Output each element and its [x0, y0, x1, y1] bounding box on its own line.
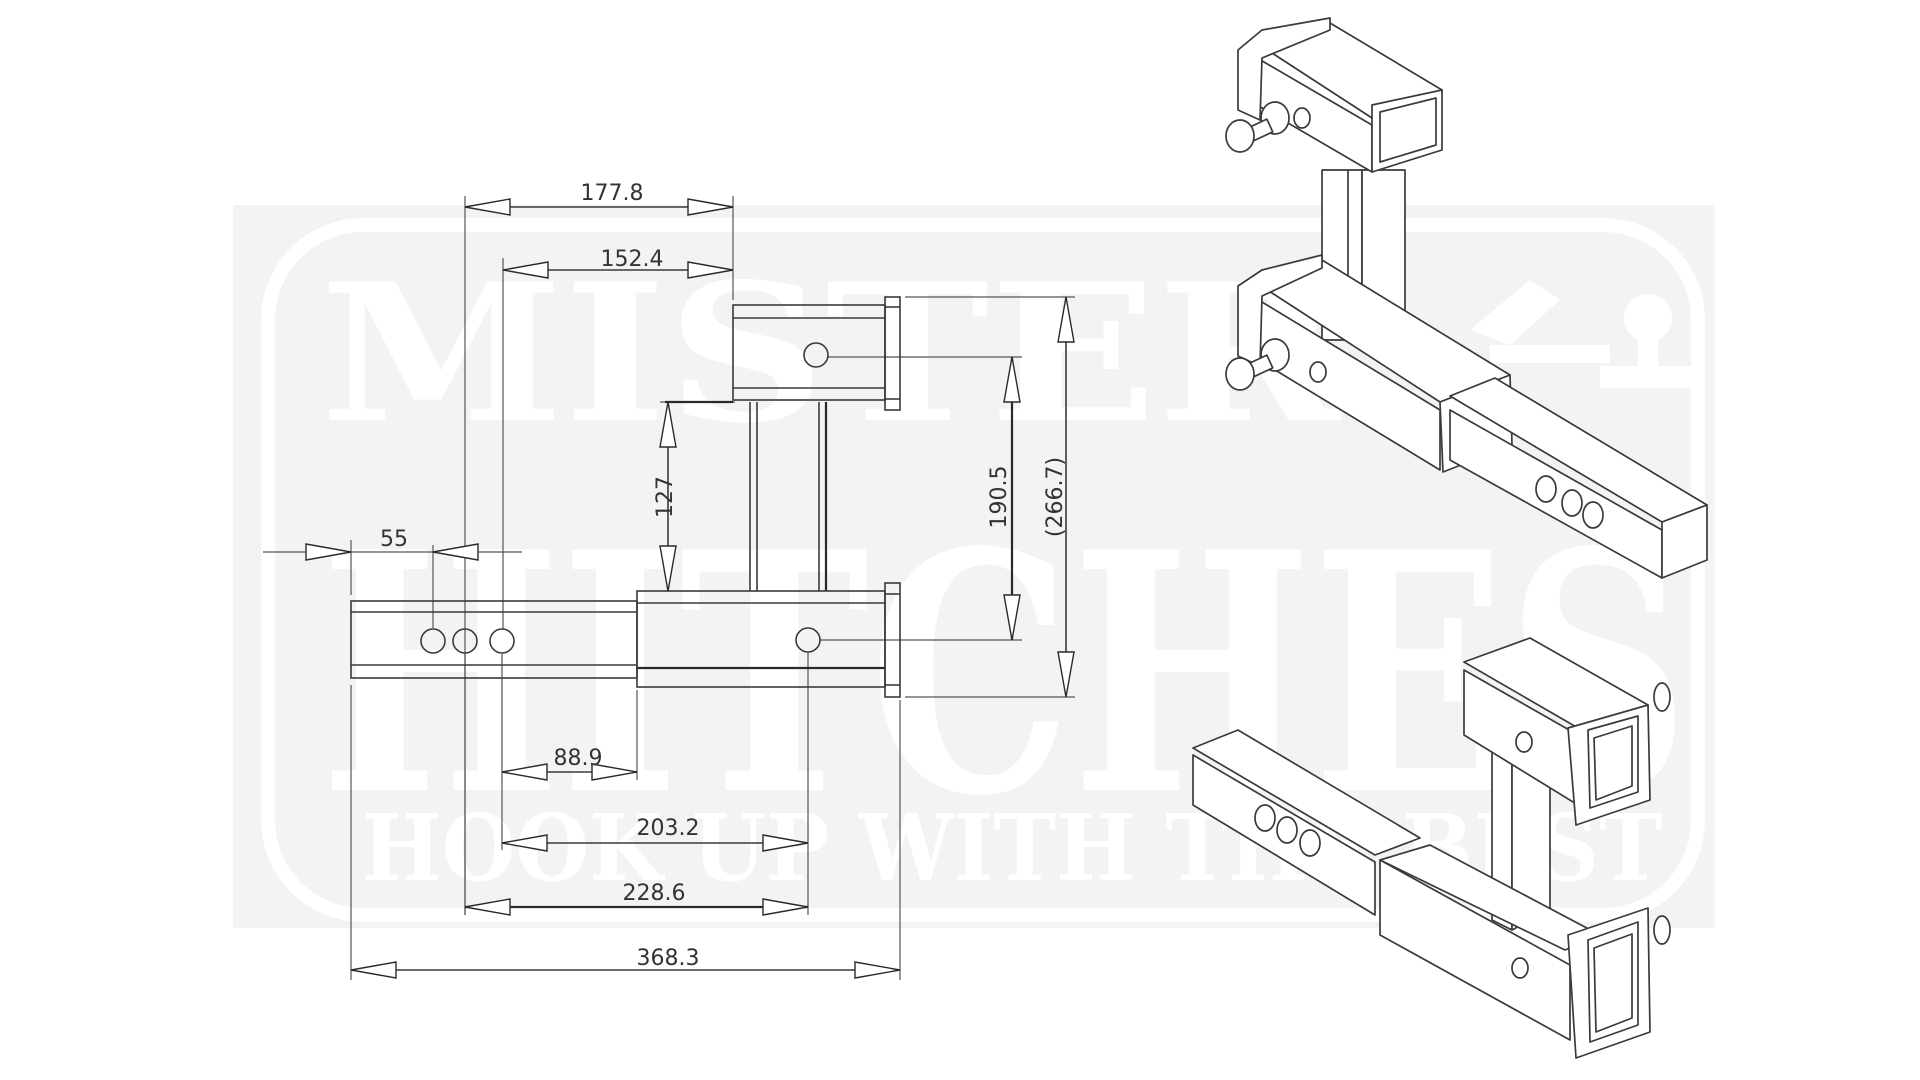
dimension-228-6: 228.6	[464, 881, 809, 916]
dimension-label: 203.2	[637, 816, 700, 841]
dimension-190-5: 190.5	[987, 356, 1021, 641]
watermark-panel	[233, 205, 1715, 928]
dimension-label: 228.6	[623, 881, 686, 906]
dimension-127: 127	[653, 401, 678, 592]
trailer-ball-icon	[1470, 280, 1696, 388]
shank-hole-1	[420, 628, 446, 654]
dimension-177-8: 177.8	[464, 181, 734, 216]
dimension-label: 88.9	[554, 746, 603, 771]
bolt-icon	[1225, 338, 1290, 391]
upper-receiver-tube	[732, 296, 901, 411]
bolt-icon	[1653, 682, 1671, 712]
bolt-icon	[1653, 915, 1671, 945]
watermark-rounded-frame	[261, 218, 1705, 922]
vertical-riser	[665, 400, 828, 591]
front-elevation-view: 177.8 152.4 55 88.9 203.2	[263, 181, 1075, 980]
dimension-88-9: 88.9	[501, 746, 638, 781]
shank-hole	[1535, 475, 1557, 503]
isometric-view-top	[1225, 17, 1708, 579]
lower-receiver-tube	[636, 582, 901, 698]
dimension-label: 368.3	[637, 946, 700, 971]
shank-hole	[1561, 489, 1583, 517]
upper-pin-hole	[803, 342, 829, 368]
watermark-brand-line2: HITCHES	[320, 480, 1690, 868]
dimension-368-3: 368.3	[350, 946, 901, 979]
shank-hole	[1582, 501, 1604, 529]
shank-hole-2	[452, 628, 478, 654]
isometric-view-bottom	[1192, 637, 1671, 1059]
lower-pin-hole	[795, 627, 821, 653]
shank-hole	[1276, 816, 1298, 844]
bolt-icon	[1225, 101, 1290, 153]
watermark-brand-line1: MISTER	[320, 242, 1342, 465]
dimension-label: 127	[653, 476, 678, 518]
shank-hole-3	[489, 628, 515, 654]
dimension-label: 55	[380, 527, 408, 552]
dimension-label: 190.5	[987, 466, 1012, 529]
dimension-label: 152.4	[601, 247, 664, 272]
watermark: MISTER HITCHES HOOK UP WITH THE BEST	[233, 205, 1715, 928]
shank-hole	[1254, 804, 1276, 832]
dimension-label: (266.7)	[1043, 457, 1068, 537]
dimension-152-4: 152.4	[502, 247, 734, 279]
dimension-203-2: 203.2	[501, 816, 809, 852]
dimension-266-7: (266.7)	[1043, 296, 1075, 698]
dimension-label: 177.8	[581, 181, 644, 206]
dimension-55: 55	[305, 527, 479, 561]
shank-hole	[1299, 829, 1321, 857]
